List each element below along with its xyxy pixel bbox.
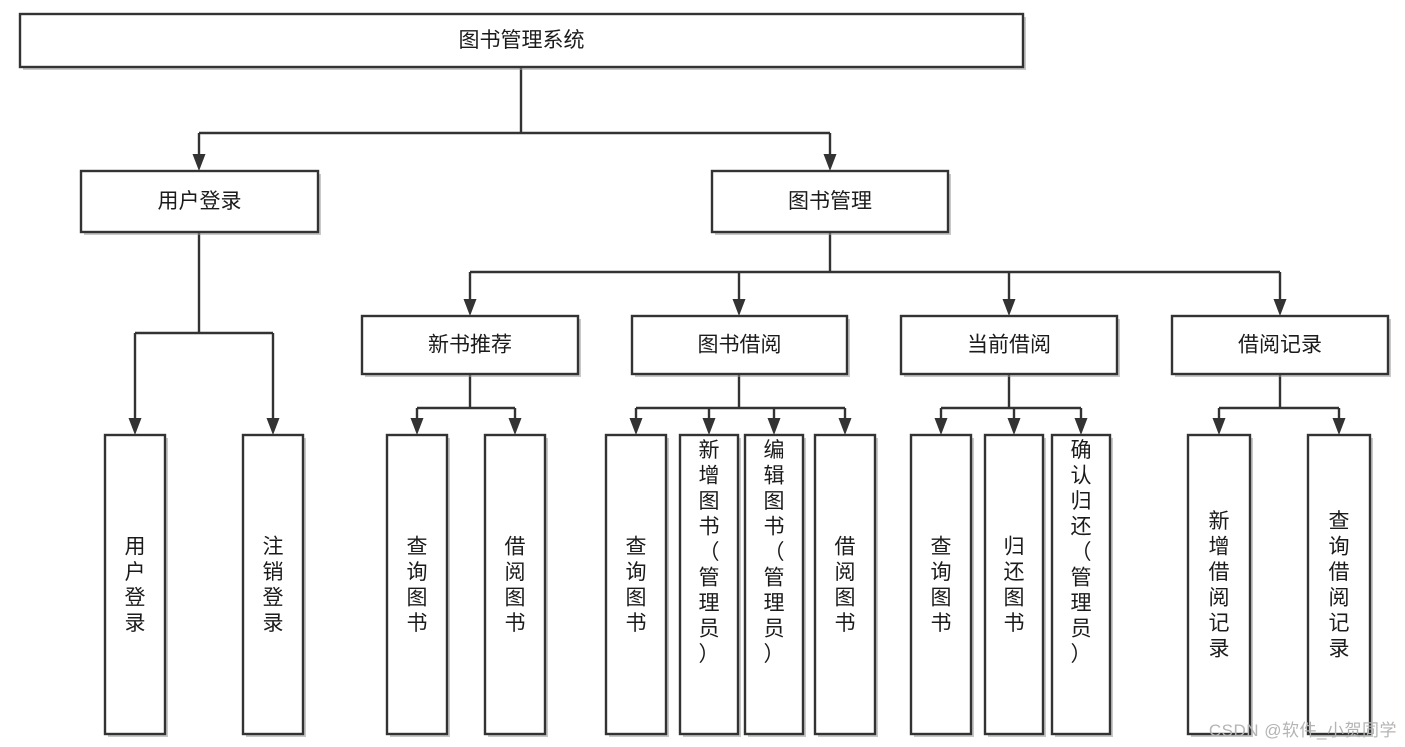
node-label: 查询图书 <box>626 536 647 636</box>
arrowhead-icon <box>410 418 424 435</box>
arrowhead-icon <box>838 418 852 435</box>
arrowhead-icon <box>823 154 837 171</box>
connector-group-bookmgmt-to-level3 <box>463 232 1287 316</box>
node-label: 借阅图书 <box>505 536 526 636</box>
node-layer: 图书管理系统用户登录图书管理新书推荐图书借阅当前借阅借阅记录用户登录注销登录查询… <box>18 12 1391 737</box>
node-label: 确认归还（管理员） <box>1071 439 1092 666</box>
node-l-borrow-book-1[interactable]: 借阅图书 <box>483 433 548 737</box>
node-box[interactable] <box>983 433 1045 736</box>
node-l-return-book[interactable]: 归还图书 <box>983 433 1046 737</box>
arrowhead-icon <box>1007 418 1021 435</box>
node-n-new-book-rec[interactable]: 新书推荐 <box>360 314 581 377</box>
connector-group-root-to-level2 <box>192 67 837 171</box>
node-label: 借阅记录 <box>1238 334 1322 357</box>
arrowhead-icon <box>1273 299 1287 316</box>
node-l-query-record[interactable]: 查询借阅记录 <box>1306 433 1373 737</box>
node-box[interactable] <box>630 314 849 376</box>
node-l-query-book-1[interactable]: 查询图书 <box>385 433 450 737</box>
connector-group-userlogin-to-leaves <box>128 232 280 435</box>
node-label: 新书推荐 <box>428 334 512 357</box>
node-box[interactable] <box>1306 433 1372 736</box>
arrowhead-icon <box>934 418 948 435</box>
node-box[interactable] <box>1186 433 1252 736</box>
arrowhead-icon <box>702 418 716 435</box>
arrowhead-icon <box>629 418 643 435</box>
node-box[interactable] <box>1170 314 1390 376</box>
node-l-edit-book[interactable]: 编辑图书（管理员） <box>743 433 806 737</box>
node-label: 归还图书 <box>1004 536 1025 636</box>
node-box[interactable] <box>909 433 973 736</box>
arrowhead-icon <box>266 418 280 435</box>
node-label: 注销登录 <box>263 536 284 636</box>
node-box[interactable] <box>743 433 805 736</box>
node-l-add-record[interactable]: 新增借阅记录 <box>1186 433 1253 737</box>
arrowhead-icon <box>463 299 477 316</box>
node-box[interactable] <box>241 433 305 736</box>
arrowhead-icon <box>192 154 206 171</box>
node-label: 借阅图书 <box>835 536 856 636</box>
connector-group-currentborrow-to-leaves <box>934 374 1088 435</box>
node-box[interactable] <box>103 433 167 736</box>
node-label: 编辑图书（管理员） <box>764 439 785 666</box>
node-l-logout[interactable]: 注销登录 <box>241 433 306 737</box>
node-label: 新增图书（管理员） <box>699 439 720 666</box>
connector-group-newbook-to-leaves <box>410 374 522 435</box>
node-label: 查询图书 <box>407 536 428 636</box>
node-label: 当前借阅 <box>967 334 1051 357</box>
node-box[interactable] <box>79 169 320 234</box>
node-l-user-login[interactable]: 用户登录 <box>103 433 168 737</box>
node-l-borrow-book-2[interactable]: 借阅图书 <box>813 433 878 737</box>
connector-group-bookborrow-to-leaves <box>629 374 852 435</box>
connector-group-borrowrecord-to-leaves <box>1212 374 1346 435</box>
arrowhead-icon <box>508 418 522 435</box>
node-n-book-borrow[interactable]: 图书借阅 <box>630 314 850 377</box>
csdn-watermark: CSDN @软件_小贺同学 <box>1208 721 1397 740</box>
node-box[interactable] <box>899 314 1119 376</box>
node-box[interactable] <box>604 433 668 736</box>
arrowhead-icon <box>1332 418 1346 435</box>
arrowhead-icon <box>1212 418 1226 435</box>
node-label: 用户登录 <box>158 190 242 213</box>
node-n-user-login[interactable]: 用户登录 <box>79 169 321 235</box>
node-box[interactable] <box>483 433 547 736</box>
node-box[interactable] <box>813 433 877 736</box>
node-box[interactable] <box>1050 433 1112 736</box>
arrowhead-icon <box>1074 418 1088 435</box>
node-box[interactable] <box>710 169 950 234</box>
connector-layer <box>128 67 1346 435</box>
arrowhead-icon <box>1002 299 1016 316</box>
arrowhead-icon <box>732 299 746 316</box>
node-label: 图书管理系统 <box>459 29 585 52</box>
node-l-confirm-return[interactable]: 确认归还（管理员） <box>1050 433 1113 737</box>
node-l-add-book[interactable]: 新增图书（管理员） <box>678 433 741 737</box>
node-label: 图书管理 <box>788 190 872 213</box>
node-l-query-book-3[interactable]: 查询图书 <box>909 433 974 737</box>
node-box[interactable] <box>385 433 449 736</box>
node-label: 用户登录 <box>125 536 146 636</box>
node-n-book-mgmt[interactable]: 图书管理 <box>710 169 951 235</box>
node-label: 查询借阅记录 <box>1329 510 1350 661</box>
arrowhead-icon <box>767 418 781 435</box>
node-n-borrow-record[interactable]: 借阅记录 <box>1170 314 1391 377</box>
node-box[interactable] <box>360 314 580 376</box>
node-l-query-book-2[interactable]: 查询图书 <box>604 433 669 737</box>
node-label: 图书借阅 <box>698 334 782 357</box>
arrowhead-icon <box>128 418 142 435</box>
node-box[interactable] <box>678 433 740 736</box>
node-label: 新增借阅记录 <box>1209 510 1230 661</box>
node-label: 查询图书 <box>931 536 952 636</box>
node-box[interactable] <box>18 12 1025 69</box>
node-root[interactable]: 图书管理系统 <box>18 12 1026 70</box>
node-n-current-borrow[interactable]: 当前借阅 <box>899 314 1120 377</box>
